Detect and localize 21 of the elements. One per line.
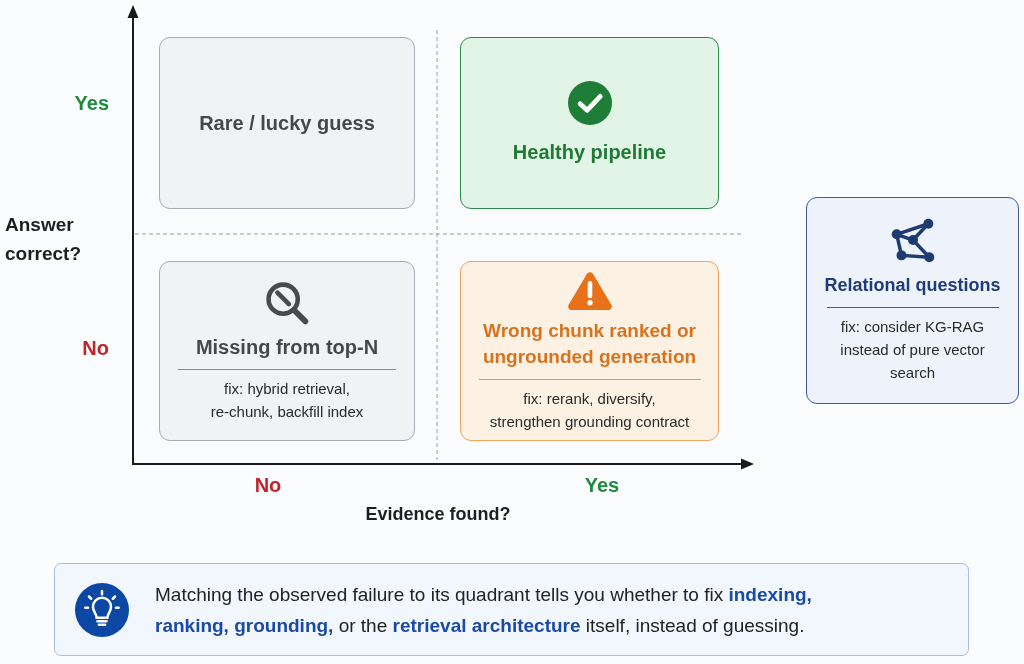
box-title: Relational questions <box>824 273 1001 297</box>
quadrant-box <box>159 37 415 209</box>
tip-text: Matching the observed failure to its quadrant tells you whether to fix indexing, ranking, grounding, or the retrieval architecture itself, instead of guessing. <box>155 582 813 638</box>
quadrant-box <box>460 37 719 209</box>
quadrant-box <box>159 261 415 441</box>
axis-value-label: No <box>82 337 109 360</box>
axis-value-label: Yes <box>583 474 621 497</box>
axis-value-label: Yes <box>74 92 109 115</box>
axis-title: Answer correct? <box>5 213 83 266</box>
fix-note: fix: rerank, diversify, strengthen grounding contract <box>488 388 691 432</box>
box-title: Rare / lucky guess <box>199 111 375 136</box>
box-title: Missing from top-N <box>195 334 379 360</box>
axis-title: Evidence found? <box>364 504 512 525</box>
box-title: Healthy pipeline <box>512 140 667 165</box>
fix-note: fix: consider KG-RAG instead of pure vector search <box>839 316 986 383</box>
quadrant-box <box>460 261 719 441</box>
callout-box <box>806 197 1019 404</box>
axis-value-label: No <box>253 474 283 497</box>
fix-note: fix: hybrid retrieval, re-chunk, backfill index <box>209 378 365 422</box>
tip-banner <box>54 563 969 656</box>
box-title: Wrong chunk ranked or ungrounded generation <box>481 318 698 369</box>
